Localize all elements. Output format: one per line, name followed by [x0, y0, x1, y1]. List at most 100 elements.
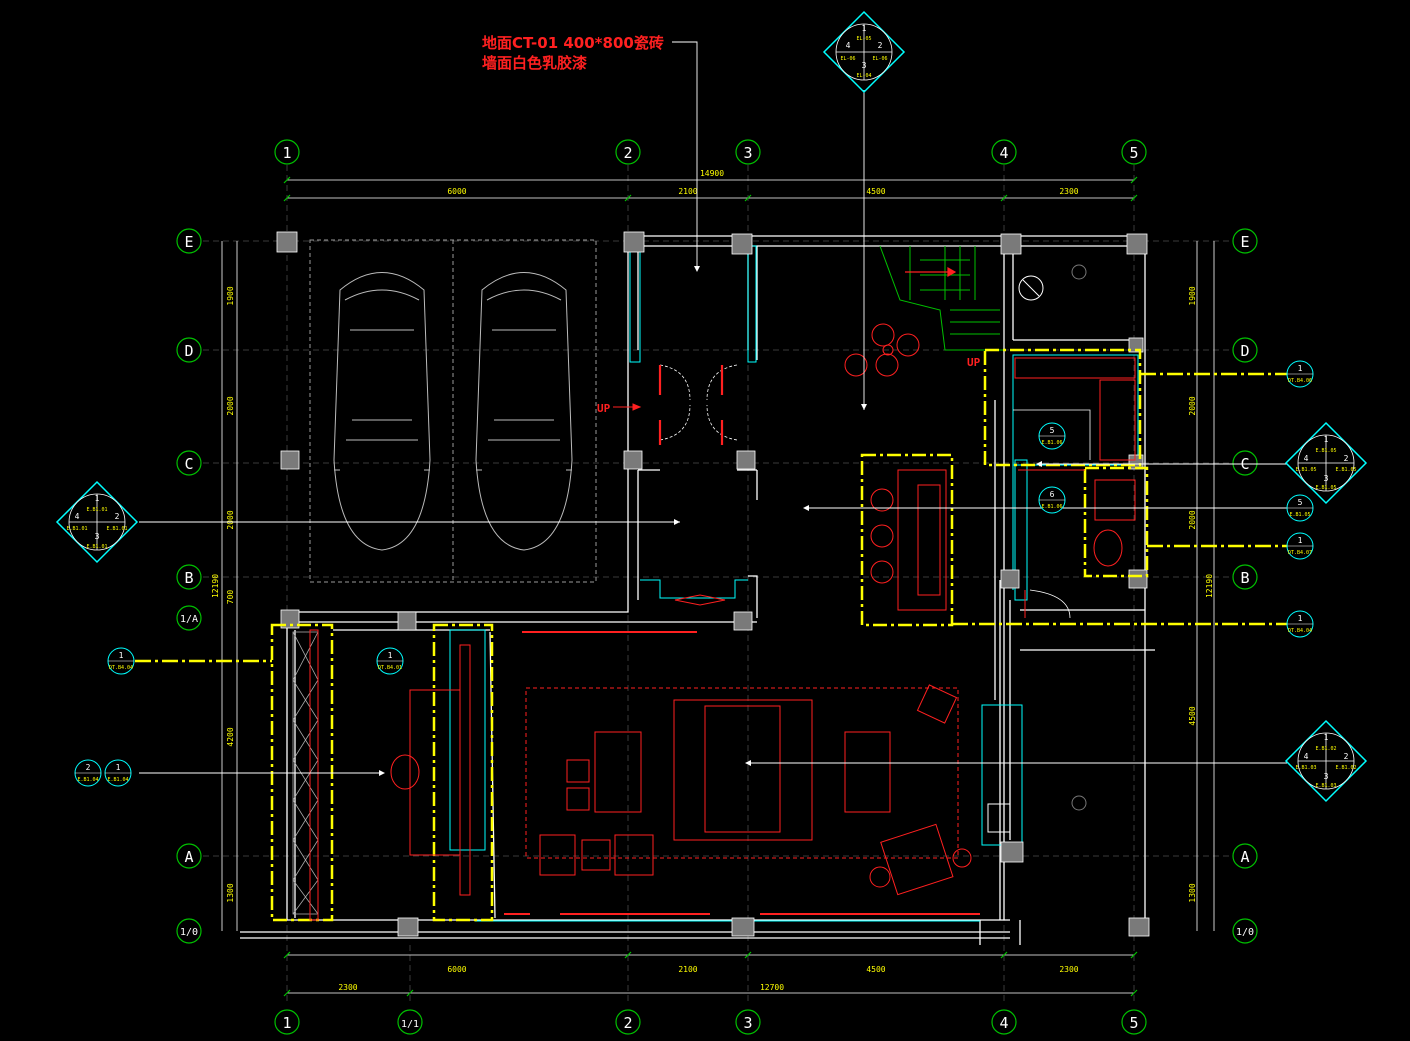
dim-right-1300: 1300 [1188, 883, 1197, 902]
detail-r3-n: 1 [1298, 614, 1303, 623]
dim-left-total: 12190 [211, 574, 220, 598]
right-a-diamond-n1: 1 [1324, 733, 1329, 742]
grid-row-e-right: E [1240, 233, 1249, 251]
stair-arrow-icon [905, 266, 957, 278]
detail-l1-t: DT.B4.04 [109, 665, 133, 671]
right-a-diamond-t2: E.B1.02 [1335, 765, 1356, 771]
dim-bottom-2300: 2300 [1059, 965, 1078, 974]
dim-bottom-first: 2300 [338, 983, 357, 992]
entry-rug [674, 594, 726, 606]
grid-row-10-left: 1/0 [180, 927, 198, 938]
right-c-diamond-n3: 3 [1324, 474, 1329, 483]
up-arrow-icon [613, 403, 642, 411]
grid-col-1-top: 1 [282, 144, 291, 162]
grid-row-1a-left: 1/A [180, 614, 198, 625]
top-diamond-n4: 4 [846, 41, 851, 50]
right-c-diamond-t2: E.B1.05 [1335, 467, 1356, 473]
grid-row-d-left: D [184, 342, 193, 360]
right-a-diamond-n2: 2 [1344, 752, 1349, 761]
detail-k5-t: E.B1.06 [1041, 440, 1062, 446]
detail-pa-t: E.B1.04 [77, 777, 98, 783]
right-c-diamond-n4: 4 [1304, 454, 1309, 463]
entry-doors [659, 364, 738, 441]
right-a-diamond-n3: 3 [1324, 772, 1329, 781]
grid-row-c-left: C [184, 455, 193, 473]
dim-left-700: 700 [226, 590, 235, 605]
garage [309, 239, 597, 583]
detail-m1-t: DT.B4.01 [378, 665, 402, 671]
dim-bottom-4500: 4500 [866, 965, 885, 974]
detail-k6-t: E.B1.06 [1041, 504, 1062, 510]
right-c-diamond-n2: 2 [1344, 454, 1349, 463]
dimension-lines [221, 176, 1215, 997]
left-diamond-n4: 4 [75, 512, 80, 521]
entry-door-leaves [658, 365, 724, 445]
dim-bottom-2100: 2100 [678, 965, 697, 974]
callout-diamond-right-a: 1 2 3 4 E.B1.02 E.B1.02 E.B1.03 E.B1.03 [1284, 719, 1368, 803]
detail-l1-n: 1 [119, 651, 124, 660]
callout-diamond-left: 1 2 3 4 E.B1.01 E.B1.01 E.B1.01 E.B1.01 [55, 480, 139, 564]
right-a-diamond-t1: E.B1.02 [1315, 746, 1336, 752]
top-diamond-n2: 2 [878, 41, 883, 50]
detail-bubbles: 1 1 1 5 1 1 2 1 5 6 DT.B4.06 DT.B4.07 DT… [74, 360, 1314, 787]
living-room [525, 684, 1011, 896]
grid-row-e-left: E [184, 233, 193, 251]
grid-lines [203, 165, 1230, 1005]
grid-row-a-left: A [184, 848, 193, 866]
car-right-icon [475, 272, 573, 551]
up-label-entry: UP [597, 402, 611, 415]
left-diamond-t4: E.B1.01 [66, 526, 87, 532]
dim-bottom-total: 12700 [760, 983, 784, 992]
left-diamond-n2: 2 [115, 512, 120, 521]
right-a-diamond-n4: 4 [1304, 752, 1309, 761]
floor-drain-icons [1018, 264, 1087, 811]
dim-right-2000b: 2000 [1188, 510, 1197, 529]
right-c-diamond-n1: 1 [1324, 435, 1329, 444]
detail-k5-n: 5 [1050, 426, 1055, 435]
left-diamond-n1: 1 [95, 494, 100, 503]
left-diamond-n3: 3 [95, 532, 100, 541]
grid-bubble-labels: 1 2 3 4 5 1 1/1 2 3 4 5 E D C B 1/A A 1/… [180, 144, 1254, 1032]
grid-row-a-right: A [1240, 848, 1249, 866]
detail-r5-t: E.B1.05 [1289, 512, 1310, 518]
callout-leaders [139, 41, 1287, 774]
grid-col-2-bottom: 2 [623, 1014, 632, 1032]
right-a-diamond-t3: E.B1.03 [1315, 783, 1336, 789]
dim-top-2300: 2300 [1059, 187, 1078, 196]
left-diamond-t2: E.B1.01 [106, 526, 127, 532]
dim-left-2000a: 2000 [226, 396, 235, 415]
callout-diamond-right-c: 1 2 3 4 E.B1.05 E.B1.05 E.B1.05 E.B1.05 [1284, 421, 1368, 505]
grid-row-b-left: B [184, 569, 193, 587]
dim-left-1900: 1900 [226, 286, 235, 305]
dimension-text: 14900 6000 2100 4500 2300 6000 2100 4500… [211, 169, 1214, 992]
top-diamond-n3: 3 [862, 61, 867, 70]
kitchen-zone [983, 348, 1149, 619]
top-diamond-t4: EL-06 [840, 56, 855, 62]
detail-r1-t: DT.B4.06 [1288, 378, 1312, 384]
right-c-diamond-t1: E.B1.05 [1315, 448, 1336, 454]
detail-pb-n: 1 [116, 763, 121, 772]
grid-col-3-top: 3 [743, 144, 752, 162]
top-diamond-n1: 1 [862, 24, 867, 33]
study-zone [270, 623, 494, 922]
grid-col-2-top: 2 [623, 144, 632, 162]
detail-r1-n: 1 [1298, 364, 1303, 373]
grid-col-4-top: 4 [999, 144, 1008, 162]
grid-row-b-right: B [1240, 569, 1249, 587]
grid-col-1-bottom: 1 [282, 1014, 291, 1032]
right-a-diamond-t4: E.B1.03 [1295, 765, 1316, 771]
left-diamond-t3: E.B1.01 [86, 544, 107, 550]
grid-col-3-bottom: 3 [743, 1014, 752, 1032]
hexagon-decor [844, 323, 920, 377]
floor-material-note: 地面CT-01 400*800瓷砖 [482, 34, 664, 52]
dim-left-4200: 4200 [226, 727, 235, 746]
windows [504, 631, 980, 915]
grid-col-5-bottom: 5 [1129, 1014, 1138, 1032]
top-diamond-t3: EL-04 [856, 73, 871, 79]
dim-top-6000: 6000 [447, 187, 466, 196]
grid-col-1-1-bottom: 1/1 [401, 1019, 419, 1030]
detail-r3-t: DT.B4.04 [1288, 628, 1312, 634]
grid-col-5-top: 5 [1129, 144, 1138, 162]
dim-right-1900: 1900 [1188, 286, 1197, 305]
